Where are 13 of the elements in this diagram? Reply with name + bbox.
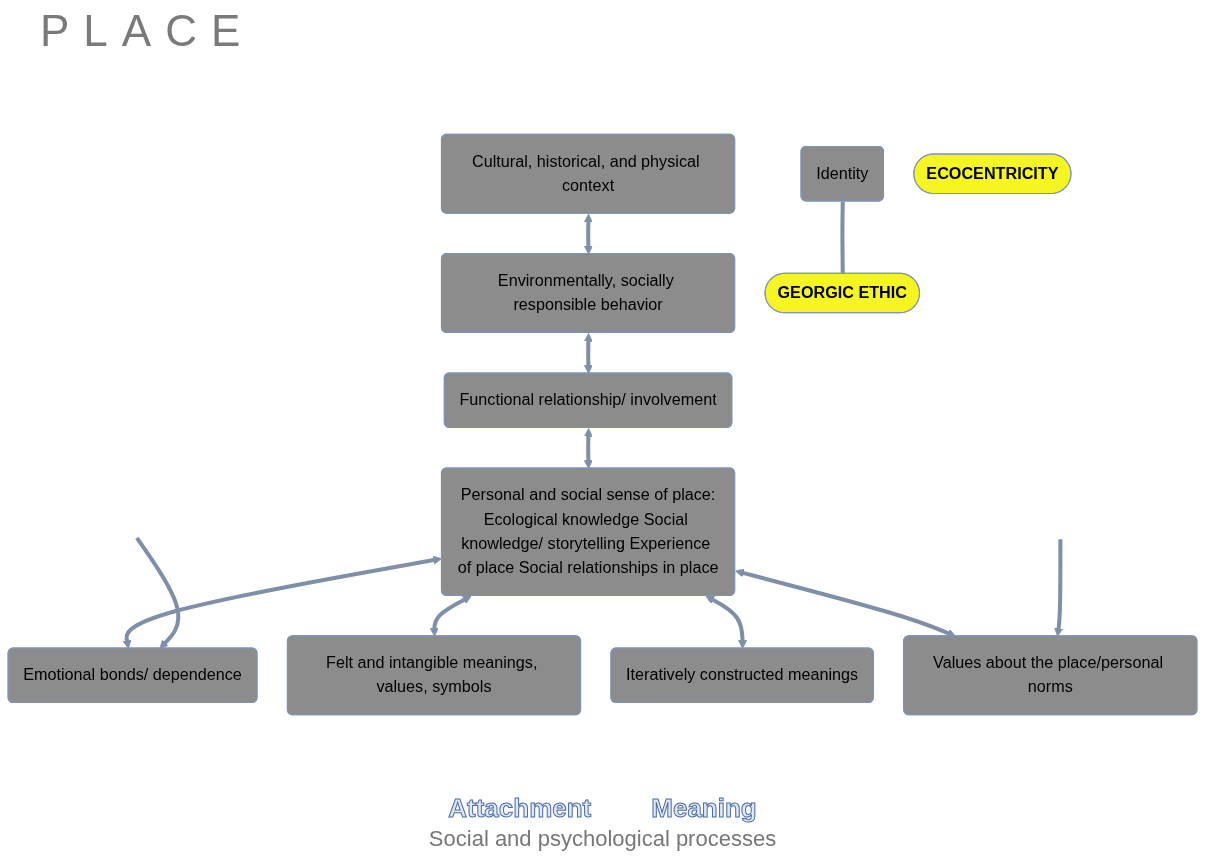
connector [840,201,845,274]
arrow [583,333,593,374]
diagram-title: PLACE [39,6,255,56]
arrow [705,595,747,649]
caption: Social and psychological processes [428,826,777,852]
arrow [122,555,442,649]
heading-label: Meaning [651,793,757,824]
heading-label: Attachment [448,793,592,824]
arrow [1054,539,1063,637]
arrow [429,595,472,637]
arrow [583,213,593,255]
arrow [583,428,593,469]
arrow [135,536,181,649]
